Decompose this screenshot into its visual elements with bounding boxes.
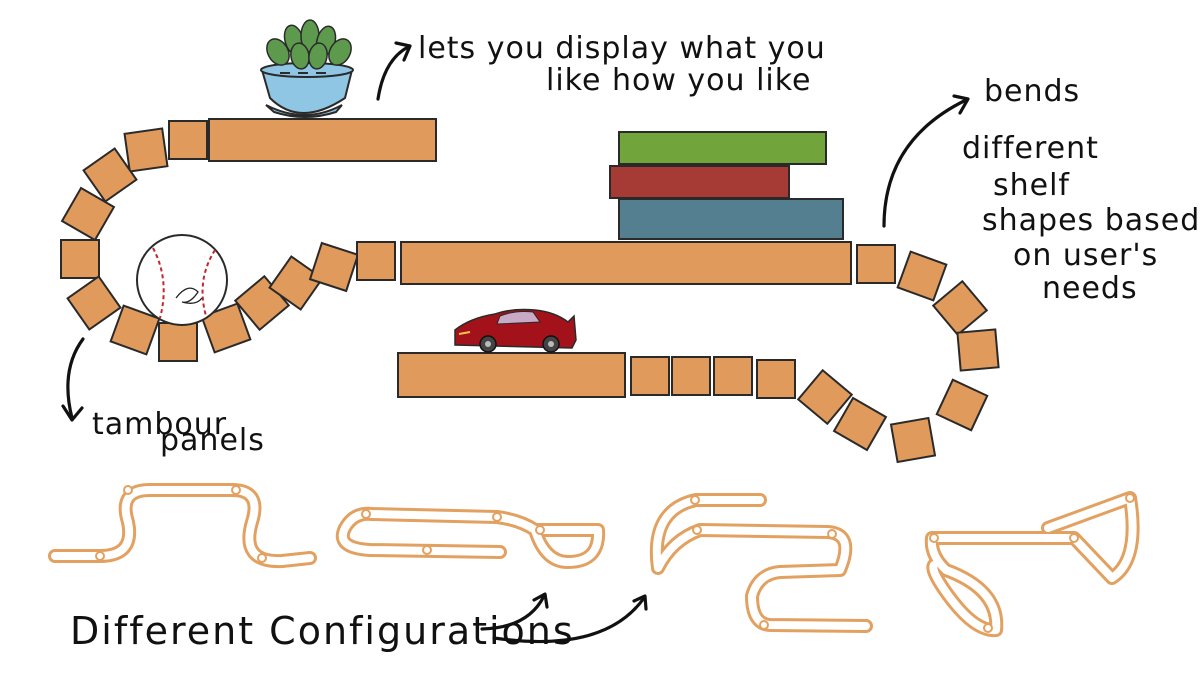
bottom-shelf-board — [397, 352, 626, 398]
annotation-bends: bends — [984, 74, 1080, 109]
tambour-panel-17 — [956, 328, 1000, 372]
book-green — [618, 131, 827, 165]
tambour-panel-8 — [158, 322, 198, 362]
toy-car-icon — [454, 308, 577, 353]
arrow-config-1 — [480, 592, 549, 631]
book-blue — [618, 198, 844, 240]
tambour-panel-19 — [889, 416, 937, 464]
top-shelf-group — [208, 19, 437, 162]
tambour-panel-22 — [756, 359, 796, 399]
tambour-panel-20 — [832, 396, 888, 452]
annotation-display-line1: lets you display what you — [418, 31, 826, 66]
annotation-shapes-line3: shapes based — [982, 203, 1200, 238]
top-shelf-board — [208, 118, 437, 162]
tambour-panel-16 — [931, 279, 989, 337]
annotation-configurations: Different Configurations — [70, 609, 575, 653]
tambour-panel-11 — [268, 255, 324, 311]
tambour-panel-7 — [109, 304, 161, 356]
configuration-2 — [335, 506, 606, 569]
annotation-shapes-line1: different — [962, 131, 1099, 166]
configuration-1 — [48, 483, 317, 569]
tambour-panel-18 — [935, 378, 989, 432]
book-stack-icon — [609, 131, 844, 240]
configuration-4 — [924, 491, 1140, 638]
annotation-tambour-line2: panels — [160, 423, 265, 458]
tambour-panel-25 — [630, 356, 670, 396]
baseball-icon — [136, 234, 228, 326]
annotation-display-line2: like how you like — [546, 63, 812, 98]
tambour-panel-1 — [168, 120, 208, 160]
tambour-panel-14 — [856, 244, 896, 284]
tambour-panel-5 — [60, 239, 100, 279]
arrow-display — [376, 41, 412, 101]
tambour-panel-13 — [356, 241, 396, 281]
annotation-shapes-line4: on user's — [1013, 238, 1158, 273]
tambour-panel-2 — [123, 127, 169, 173]
tambour-panel-6 — [66, 275, 122, 331]
annotation-shapes-line5: needs — [1042, 271, 1138, 306]
middle-shelf-board — [400, 241, 852, 285]
tambour-panel-chain — [60, 120, 1000, 464]
book-red — [609, 165, 790, 199]
succulent-plant-icon — [260, 19, 354, 118]
tambour-panel-21 — [796, 368, 854, 426]
annotation-shapes-line2: shelf — [993, 168, 1070, 203]
tambour-panel-12 — [308, 241, 360, 293]
tambour-panel-9 — [200, 302, 252, 354]
arrow-bends — [882, 94, 970, 228]
annotation-tambour-line1: tambour — [92, 407, 227, 442]
tambour-panel-3 — [82, 147, 138, 203]
tambour-panel-4 — [60, 186, 116, 242]
configuration-3 — [649, 493, 873, 633]
arrow-config-2 — [492, 594, 648, 644]
tambour-panel-15 — [896, 250, 948, 302]
tambour-panel-23 — [713, 356, 753, 396]
arrow-tambour — [61, 337, 85, 422]
tambour-panel-24 — [671, 356, 711, 396]
